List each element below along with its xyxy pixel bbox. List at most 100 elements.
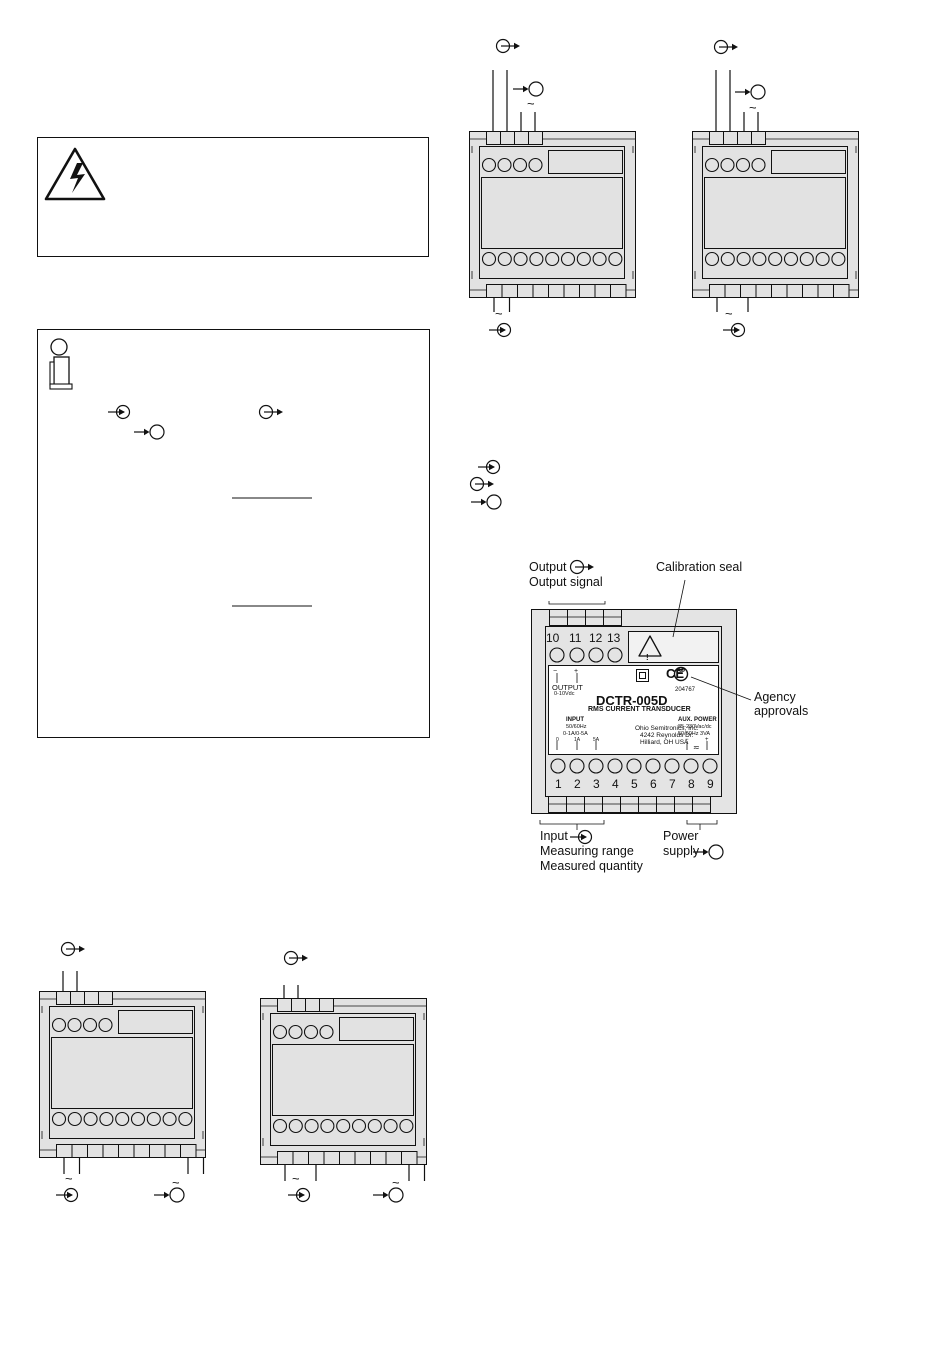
seal-leader-line [672, 579, 686, 638]
terminal-screw [704, 157, 720, 173]
terminal-number: 9 [707, 777, 714, 791]
device-label-diagram [531, 559, 752, 860]
device-drawing [469, 131, 636, 298]
top-terminal-block [98, 991, 113, 1005]
output-plus: + [574, 668, 579, 675]
bottom-terminal-screws [550, 758, 718, 774]
aux-power-title: AUX. POWER [678, 717, 717, 723]
ac-symbol: ~ [749, 100, 757, 115]
output-title: OUTPUT [552, 683, 583, 692]
terminal-screw [752, 251, 767, 267]
warning-box [37, 137, 429, 257]
output-signal-label: Output signal [529, 575, 603, 589]
terminal-screw [560, 251, 576, 267]
terminal-screw [288, 1118, 303, 1134]
terminal-screw [736, 251, 751, 267]
terminal-number: 12 [589, 631, 603, 645]
csa-mark: SP [677, 669, 686, 675]
bottom-terminal-block [833, 284, 850, 298]
input-frequency: 50/60Hz [566, 724, 587, 730]
label-window [339, 1017, 414, 1041]
address-line2: Hilliard, OH USA [640, 739, 689, 746]
terminal-screw [51, 1017, 67, 1033]
info-box [37, 329, 430, 738]
terminal-number: 3 [593, 777, 600, 791]
input-label: Input [540, 829, 568, 843]
aux-minus: − [685, 737, 689, 743]
terminal-screw [481, 157, 497, 173]
terminal-screw [513, 251, 528, 267]
front-label-area [704, 177, 846, 249]
label-window [548, 150, 623, 174]
front-label-area [481, 177, 623, 249]
terminal-screw [399, 1118, 414, 1134]
top-terminal-block [319, 998, 334, 1012]
terminal-screw [272, 1024, 288, 1040]
product-name: RMS CURRENT TRANSDUCER [588, 706, 691, 713]
warning-triangle-icon [638, 635, 662, 657]
terminal-number: 1 [555, 777, 562, 791]
front-label-area [272, 1044, 414, 1116]
terminal-screw [82, 1017, 98, 1033]
terminal-screw [481, 251, 497, 267]
aux-ac-dc-symbol: ≂ [693, 743, 700, 752]
top-terminal-block [528, 131, 543, 145]
terminal-number: 2 [574, 777, 581, 791]
aux-power-voltage: 85-230Vac/dc [678, 724, 712, 730]
terminal-screw [720, 251, 735, 267]
bottom-terminal-block [610, 284, 627, 298]
top-terminal-screws [549, 647, 623, 663]
device-drawing [39, 991, 206, 1158]
top-terminal-block [751, 131, 766, 145]
terminal-screw [130, 1111, 146, 1127]
aux-power-rating: 50/60Hz 3VA [678, 731, 711, 737]
supply-label: supply [663, 844, 700, 858]
high-voltage-warning-icon [44, 147, 106, 201]
manufacturer: Ohio Semitronics, Inc. [635, 725, 699, 732]
input-range: 0-1A/0-5A [563, 731, 588, 737]
calibration-seal-label: Calibration seal [656, 560, 743, 574]
ac-symbol: ~ [392, 1175, 400, 1190]
terminal-screw [288, 1024, 303, 1040]
terminal-screw [497, 251, 512, 267]
wiring-diagrams [39, 38, 859, 1203]
terminal-screw [608, 251, 623, 267]
terminal-screw [528, 157, 543, 173]
terminal-number: 11 [569, 631, 582, 645]
terminal-screw [529, 251, 544, 267]
ac-symbol: ~ [65, 1171, 73, 1186]
ac-symbol: ~ [172, 1175, 180, 1190]
double-insulation-icon [636, 669, 649, 682]
terminal-screw [320, 1118, 335, 1134]
terminal-number: 13 [607, 631, 621, 645]
device-drawing [692, 131, 859, 298]
terminal-screw [576, 251, 591, 267]
terminal-screw [83, 1111, 98, 1127]
terminal-number: 10 [546, 631, 560, 645]
warning-glyph: ! [646, 653, 649, 662]
front-label-area [51, 1037, 193, 1109]
output-label: Output [529, 560, 567, 574]
output-range: 0-10Vdc [554, 691, 575, 697]
ce-mark: CE [666, 666, 685, 681]
label-window [771, 150, 846, 174]
measuring-range-label: Measuring range [540, 844, 634, 858]
terminal-screw [303, 1024, 319, 1040]
terminal-screw [272, 1118, 288, 1134]
input-terminal-label: 1A [574, 737, 581, 743]
terminal-screw [545, 251, 560, 267]
terminal-screw [831, 251, 846, 267]
terminal-screw [336, 1118, 351, 1134]
terminal-number: 8 [688, 777, 695, 791]
terminal-screw [799, 251, 814, 267]
aux-plus: + [705, 737, 709, 743]
output-minus: − [553, 668, 558, 675]
ac-symbol: ~ [527, 96, 535, 111]
approvals-label: approvals [754, 704, 809, 718]
terminal-screw [512, 157, 528, 173]
terminal-screw [768, 251, 783, 267]
terminal-screw [319, 1024, 334, 1040]
measured-quantity-label: Measured quantity [540, 859, 643, 873]
